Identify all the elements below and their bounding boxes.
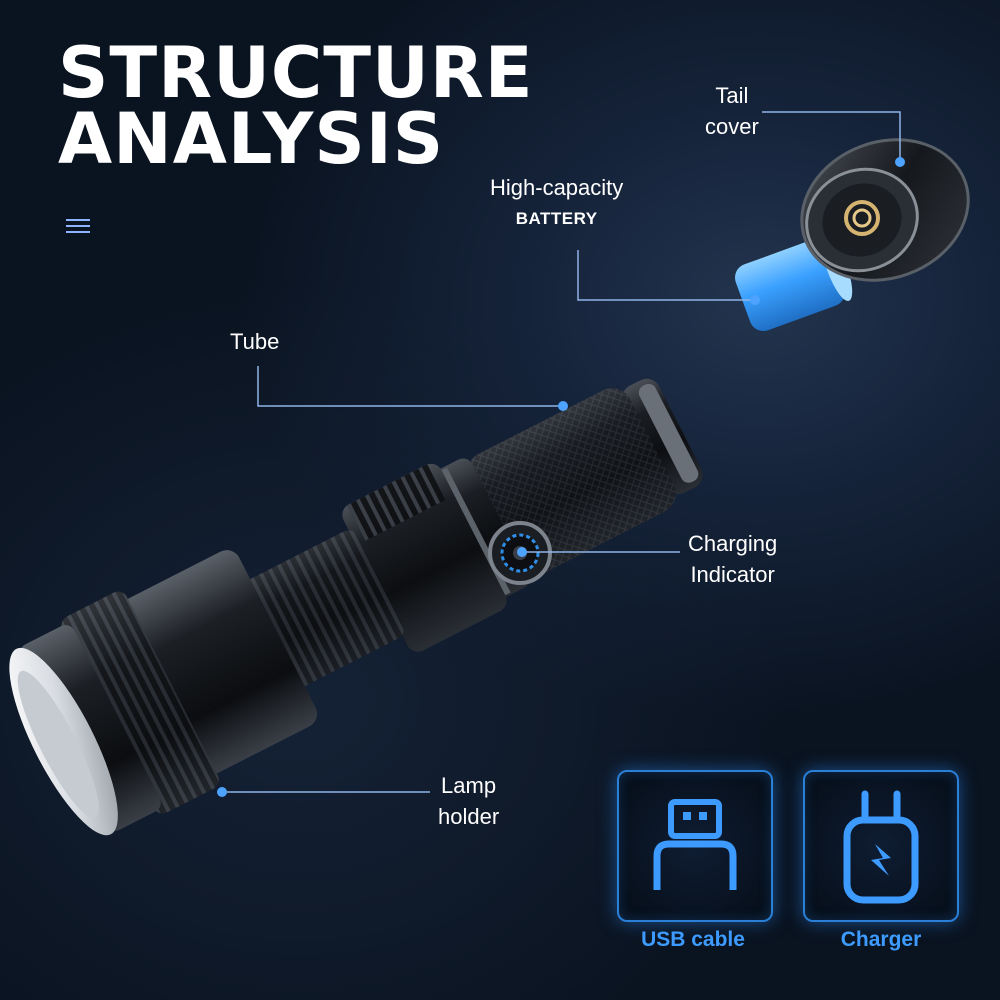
- usb-cable-box: [617, 770, 773, 922]
- charger-box: [803, 770, 959, 922]
- tail-cap: [800, 138, 970, 282]
- tail-cover-line: [762, 111, 901, 160]
- label-tail-cover: Tail cover: [705, 83, 759, 139]
- menu-icon: [66, 219, 90, 237]
- flashlight-body: [9, 378, 703, 836]
- callout-lines: [222, 111, 901, 793]
- charger-caption: Charger: [840, 928, 922, 951]
- label-tube: Tube: [230, 329, 280, 354]
- usb-plug-icon: [653, 799, 737, 890]
- tube-line: [257, 366, 563, 407]
- label-lamp-holder: Lamp holder: [438, 773, 500, 829]
- charger-icon: [843, 790, 919, 904]
- label-battery: High-capacity BATTERY: [490, 175, 624, 228]
- label-charging-indicator: Charging Indicator: [688, 531, 778, 587]
- title-line-1: STRUCTURE: [58, 32, 534, 114]
- title-line-2: ANALYSIS: [58, 98, 445, 180]
- battery-line: [577, 250, 755, 301]
- callout-dots: [217, 157, 905, 797]
- usb-cable-caption: USB cable: [641, 928, 745, 951]
